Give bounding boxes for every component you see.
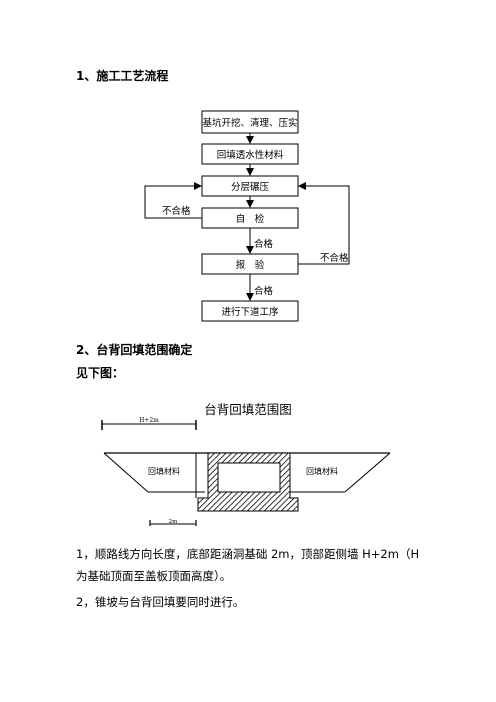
- svg-text:自 检: 自 检: [236, 213, 265, 225]
- backfill-range-figure: 台背回填范围图 H+2m 回填材料 回填材料 2m: [101, 402, 391, 526]
- note-line-2: 为基础顶面至盖板顶面高度）。: [76, 569, 232, 583]
- process-flowchart: 基坑开挖、清理、压实 回填透水性材料 分层碾压 自 检 报 验 进行下道工序 合…: [144, 110, 350, 322]
- section-1-heading: 1、施工工艺流程: [76, 69, 169, 83]
- flow-fail-loop-left: [144, 182, 202, 219]
- left-slope: [103, 452, 149, 493]
- flow-pass-label-1: 合格: [254, 238, 274, 250]
- svg-text:报 验: 报 验: [236, 259, 265, 271]
- top-dimension: H+2m: [101, 417, 197, 430]
- flow-fail-label-right: 不合格: [320, 252, 349, 264]
- svg-text:2m: 2m: [169, 519, 178, 525]
- flow-step-inspection: 报 验: [201, 253, 299, 275]
- svg-text:H+2m: H+2m: [139, 417, 159, 424]
- figure-title: 台背回填范围图: [204, 402, 292, 417]
- svg-text:进行下道工序: 进行下道工序: [221, 306, 279, 318]
- flow-step-compact: 分层碾压: [201, 175, 299, 197]
- culvert-structure: [197, 452, 299, 512]
- flow-fail-label-left: 不合格: [162, 205, 191, 217]
- note-line-1: 1，顺路线方向长度，底部距涵洞基础 2m，顶部距侧墙 H+2m（H: [76, 547, 420, 561]
- flow-step-next-process: 进行下道工序: [201, 300, 299, 322]
- flow-step-backfill: 回填透水性材料: [201, 143, 299, 165]
- note-line-3: 2，锥坡与台背回填要同时进行。: [76, 595, 245, 609]
- left-fill-label: 回填材料: [148, 466, 180, 476]
- see-below-text: 见下图：: [76, 366, 125, 380]
- svg-text:分层碾压: 分层碾压: [231, 182, 270, 193]
- right-slope: [344, 452, 391, 493]
- flow-step-self-check: 自 检: [201, 207, 299, 229]
- section-2-heading: 2、台背回填范围确定: [76, 343, 193, 357]
- flow-step-excavate: 基坑开挖、清理、压实: [201, 110, 299, 134]
- flow-fail-loop-right: [298, 182, 350, 265]
- svg-text:回填透水性材料: 回填透水性材料: [217, 149, 284, 161]
- flow-pass-label-2: 合格: [254, 285, 274, 297]
- bottom-dimension: 2m: [149, 519, 197, 526]
- right-fill-label: 回填材料: [306, 466, 338, 476]
- svg-text:基坑开挖、清理、压实: 基坑开挖、清理、压实: [202, 117, 297, 129]
